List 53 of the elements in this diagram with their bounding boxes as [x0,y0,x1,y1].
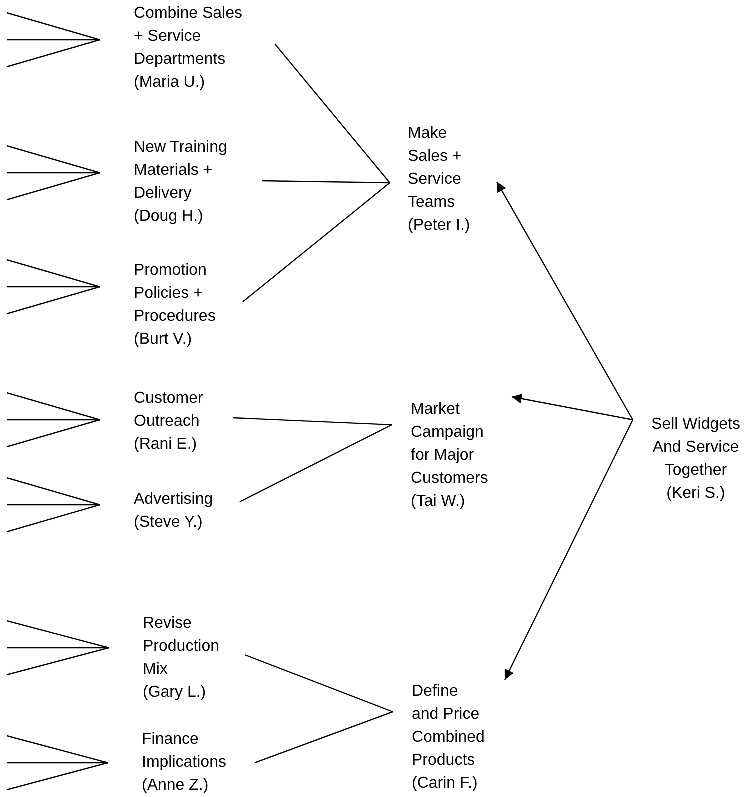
input-line [7,172,100,174]
input-line [7,286,100,288]
input-line [6,762,108,791]
owner-text: (Carin F.) [412,774,479,794]
task-text: Customer Outreach [134,389,204,432]
owner-text: (Tai W.) [411,492,466,512]
task-text: Advertising [134,490,214,510]
task-text: Market Campaign for Major Customers [411,400,490,489]
owner-text: (Maria U.) [134,73,206,93]
input-line [6,286,100,315]
input-line [6,620,110,649]
input-line [7,647,109,649]
owner-text: (Rani E.) [134,435,198,455]
owner-text: (Doug H.) [134,207,204,227]
owner-text: (Steve Y.) [134,513,204,533]
input-line [6,39,100,68]
input-line [7,39,100,41]
owner-text: (Anne Z.) [142,776,210,796]
input-line [6,419,100,448]
owner-text: (Peter I.) [408,216,472,236]
task-text: Combine Sales + Service Departments [134,4,244,70]
input-line [6,647,110,676]
connector-line [232,417,392,426]
arrow [496,182,634,420]
connector-line [242,182,390,302]
input-line [6,172,100,201]
input-line [6,477,100,506]
input-line [6,145,100,174]
input-line [7,504,100,506]
arrow [512,394,634,421]
arrow [504,420,634,680]
input-line [7,419,100,421]
connector-line [244,654,394,713]
owner-text: (Keri S.) [666,484,726,504]
owner-text: (Gary L.) [143,683,208,703]
connector-line [262,180,390,184]
owner-text: (Burt V.) [134,330,194,350]
connector-line [254,711,394,764]
task-text: New Training Materials + Delivery [134,138,228,204]
input-line [6,735,108,764]
task-text: Promotion Policies + Procedures [134,261,217,327]
input-line [6,504,100,533]
task-text: Make Sales + Service Teams [408,124,463,213]
task-text: Finance Implications [142,730,228,773]
input-line [7,762,108,764]
task-text: Sell Widgets And Service Together [650,415,742,481]
connector-line [274,44,390,184]
task-text: Define and Price Combined Products [412,682,485,771]
input-line [6,12,100,41]
input-line [6,392,100,421]
connector-line [240,424,392,503]
task-text: Revise Production Mix [143,614,220,680]
input-line [6,259,100,288]
